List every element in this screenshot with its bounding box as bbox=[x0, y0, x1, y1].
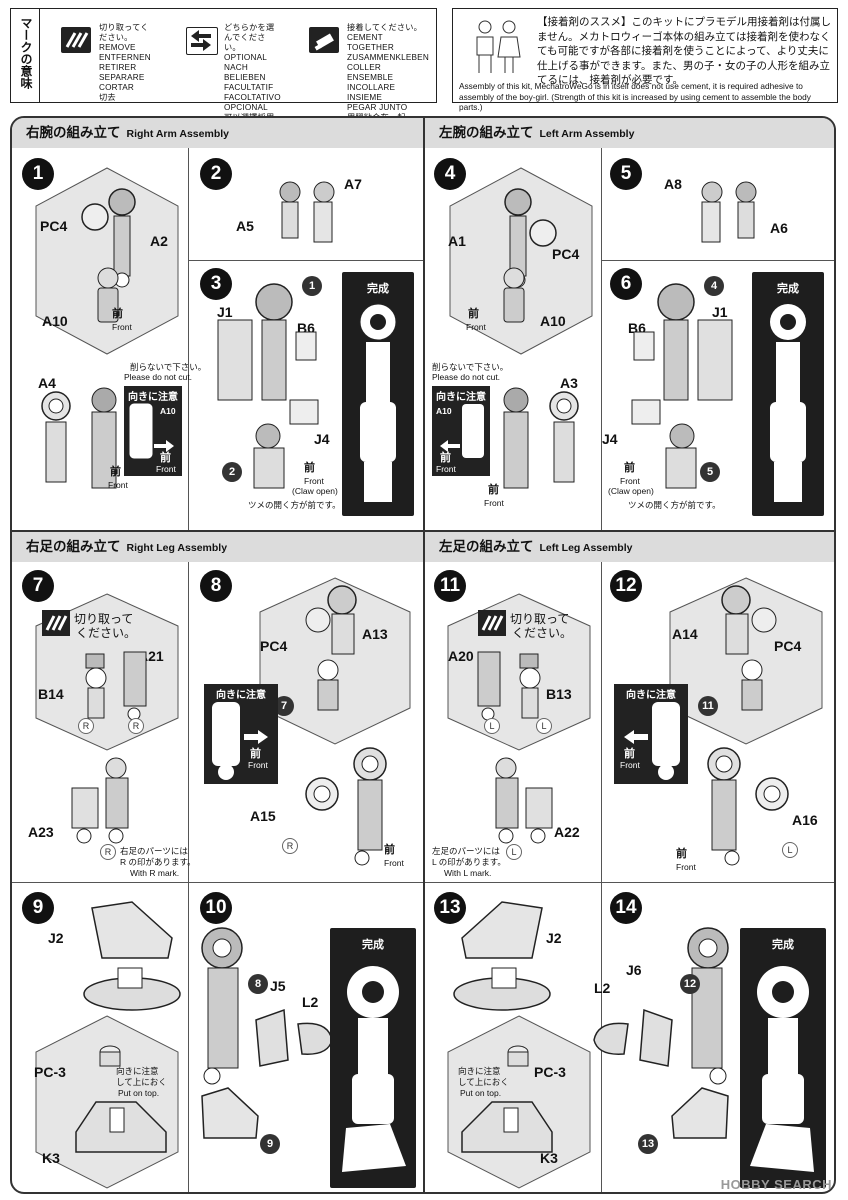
step11-assembly bbox=[495, 757, 553, 844]
label-a10: A10 bbox=[42, 313, 68, 329]
a5-a7-part bbox=[279, 181, 335, 243]
step3-arm-assembly bbox=[217, 283, 319, 489]
step12-leg-assembly bbox=[707, 747, 789, 866]
cement-tube-icon bbox=[309, 27, 339, 53]
caution-box-step8: 向きに注意 前 Front bbox=[204, 684, 278, 784]
step-13-badge: 13 bbox=[434, 892, 466, 924]
arm-assembly-lower bbox=[41, 387, 117, 489]
left-a10-part bbox=[503, 267, 525, 323]
cut-icon bbox=[478, 610, 506, 636]
left-arm-assembly-lower bbox=[503, 387, 579, 489]
step-4-badge: 4 bbox=[434, 158, 466, 190]
label-pc4: PC4 bbox=[40, 218, 68, 234]
marks-legend-title: マークの意味 bbox=[19, 17, 33, 89]
cut-icon bbox=[61, 27, 91, 53]
step10-leg-column bbox=[201, 927, 259, 1139]
a10-part bbox=[97, 267, 119, 323]
boy-girl-figure-icon bbox=[476, 20, 521, 73]
done-panel-right-arm: 完成 bbox=[342, 272, 414, 516]
watermark: HOBBY SEARCH bbox=[720, 1177, 832, 1192]
label-a2: A2 bbox=[150, 233, 168, 249]
step-14-badge: 14 bbox=[610, 892, 642, 924]
a20-b13-parts bbox=[477, 651, 541, 721]
step-3-badge: 3 bbox=[200, 268, 232, 300]
step-1-badge: 1 bbox=[22, 158, 54, 190]
caution-box-a10: 向きに注意 A10 前 Front bbox=[124, 386, 182, 476]
pc4-cap-part bbox=[81, 203, 109, 231]
step1-callout-hexagon bbox=[35, 167, 179, 355]
step-2-badge: 2 bbox=[200, 158, 232, 190]
l2-j6-parts bbox=[593, 1008, 673, 1067]
swap-arrows-icon bbox=[186, 27, 218, 55]
caution-box-step12: 向きに注意 前 Front bbox=[614, 684, 688, 784]
j5-l2-parts bbox=[255, 1008, 333, 1067]
step8-leg-assembly bbox=[305, 747, 387, 866]
pc4-a13-parts bbox=[305, 585, 357, 711]
left-pc4-cap-part bbox=[529, 219, 557, 247]
step8-callout-hexagon bbox=[259, 577, 411, 745]
step-8-badge: 8 bbox=[200, 570, 232, 602]
step6-arm-assembly bbox=[631, 283, 733, 489]
b14-a21-parts bbox=[85, 651, 147, 721]
j2-boot-part bbox=[83, 901, 181, 1011]
step-11-badge: 11 bbox=[434, 570, 466, 602]
cement-note: 【接着剤のススメ】このキットにプラモデル用接着剤は付属しません。メカトロウィーゴ… bbox=[452, 8, 838, 112]
done-panel-left-arm: 完成 bbox=[752, 272, 824, 516]
caution-box-left-a10: 向きに注意 A10 前 Front bbox=[432, 386, 490, 476]
left-j2-boot-part bbox=[453, 901, 551, 1011]
label-a7: A7 bbox=[344, 176, 362, 192]
pc3-k3-parts bbox=[75, 1045, 167, 1153]
left-arm-joint-part bbox=[504, 188, 532, 288]
step-7-badge: 7 bbox=[22, 570, 54, 602]
cut-icon bbox=[42, 610, 70, 636]
step7-callout-hexagon bbox=[35, 593, 179, 751]
note-jp: 【接着剤のススメ】このキットにプラモデル用接着剤は付属しません。メカトロウィーゴ… bbox=[537, 16, 831, 86]
a14-pc4-parts bbox=[721, 585, 777, 711]
left-pc3-k3-parts bbox=[461, 1045, 553, 1153]
step7-assembly bbox=[71, 757, 129, 844]
label-a4: A4 bbox=[38, 375, 56, 391]
label-j1: J1 bbox=[217, 304, 233, 320]
note-en: Assembly of this kit, MechatroWeGo is in… bbox=[459, 81, 811, 112]
step-10-badge: 10 bbox=[200, 892, 232, 924]
step-9-badge: 9 bbox=[22, 892, 54, 924]
a8-a6-part bbox=[701, 181, 757, 243]
step-12-badge: 12 bbox=[610, 570, 642, 602]
label-j4: J4 bbox=[314, 431, 330, 447]
done-panel-left-leg: 完成 bbox=[740, 928, 826, 1188]
step-5-badge: 5 bbox=[610, 158, 642, 190]
step-6-badge: 6 bbox=[610, 268, 642, 300]
label-a5: A5 bbox=[236, 218, 254, 234]
arm-joint-part bbox=[108, 188, 136, 288]
done-panel-right-leg: 完成 bbox=[330, 928, 416, 1188]
